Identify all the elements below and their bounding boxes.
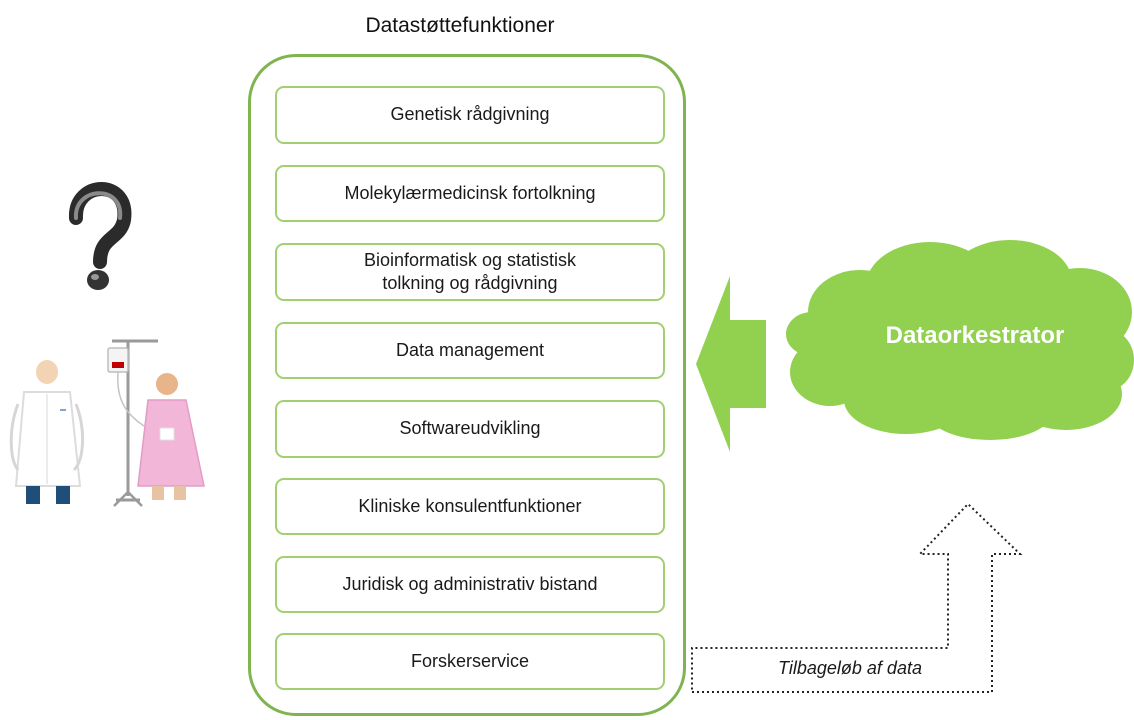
orchestrator-label: Dataorkestrator (885, 322, 1065, 349)
function-box: Genetisk rådgivning (275, 86, 665, 144)
function-box: Softwareudvikling (275, 400, 665, 458)
iv-drip-icon (107, 339, 158, 507)
patient-icon (137, 373, 205, 500)
diagram-heading: Datastøttefunktioner (365, 14, 555, 37)
function-box: Juridisk og administrativ bistand (275, 556, 665, 613)
function-box: Data management (275, 322, 665, 379)
function-box: Kliniske konsulentfunktioner (275, 478, 665, 535)
function-box: Molekylærmedicinsk fortolkning (275, 165, 665, 222)
function-box: Bioinformatisk og statistisk tolkning og… (275, 243, 665, 301)
function-container (248, 54, 686, 716)
incoming-arrow (696, 276, 766, 452)
doctor-icon (9, 360, 85, 504)
function-box: Forskerservice (275, 633, 665, 690)
question-mark-icon (69, 182, 132, 290)
orchestrator-cloud (786, 240, 1134, 440)
return-flow-label: Tilbageløb af data (778, 658, 922, 678)
